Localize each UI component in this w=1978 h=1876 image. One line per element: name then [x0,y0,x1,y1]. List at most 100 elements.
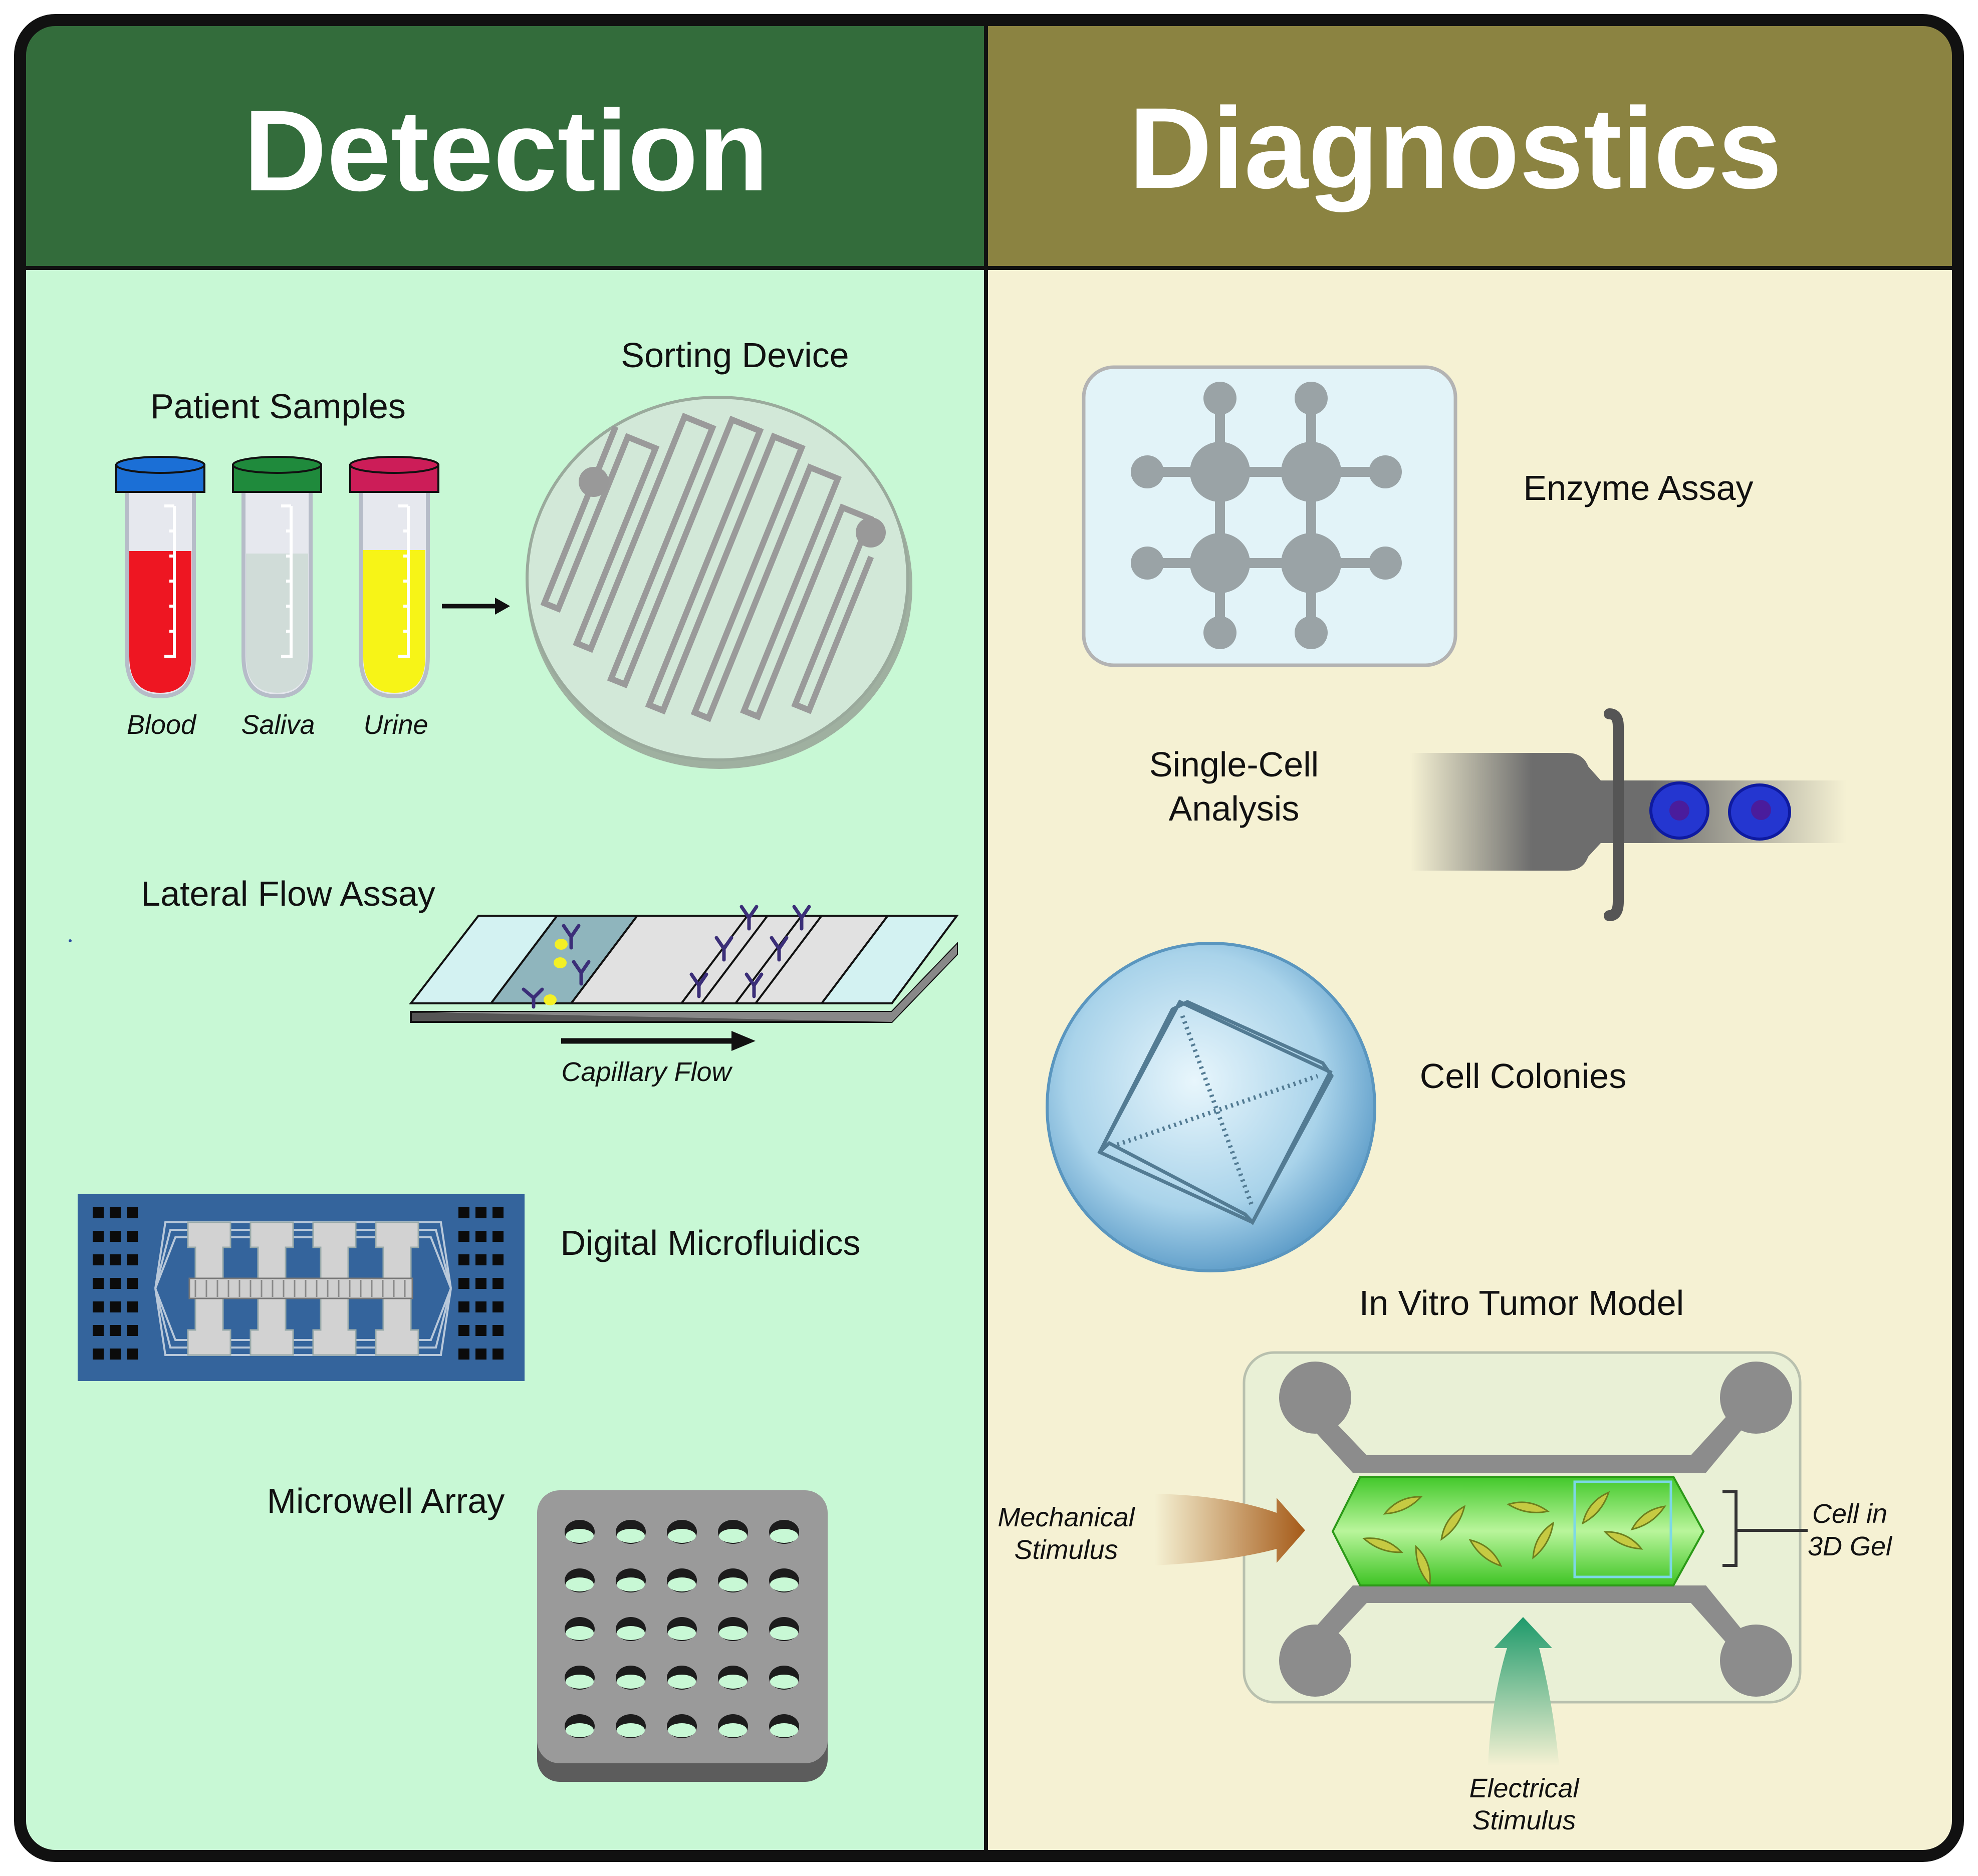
contact-pad [110,1301,121,1312]
enzyme-assay-label: Enzyme Assay [1523,468,1753,507]
patient-samples-label: Patient Samples [150,387,406,426]
capillary-flow-arrow-icon [561,1031,756,1051]
electrical-stimulus-arrow-icon [1488,1617,1559,1766]
contact-pad [93,1325,104,1336]
tumor-cell [1582,1491,1610,1525]
absorbent-pad [819,915,959,1004]
contact-pad [492,1207,504,1218]
assay-chamber-small [1131,455,1164,488]
tumor-cell [1468,1539,1503,1567]
capillary-flow-label: Capillary Flow [561,1057,732,1087]
contact-pad [93,1301,104,1312]
contact-pad [110,1254,121,1265]
colony-cross-channels [1116,1015,1319,1208]
tumor-cell [1506,1501,1550,1513]
tumor-cell [1415,1545,1431,1586]
gel-highlight-box [1573,1480,1672,1578]
assay-chamber-small [1203,616,1237,649]
digital-microfluidics: Digital Microfluidics [78,1194,861,1381]
contact-pad [475,1301,486,1312]
contact-pad [492,1254,504,1265]
sorting-device-label: Sorting Device [621,336,849,375]
antibody-icons [522,905,811,1009]
gel-cells [1362,1491,1666,1586]
tumor-chip-media-channels [1279,1362,1792,1697]
assay-chamber-small [1369,547,1402,580]
enzyme-assay-network [1131,382,1402,649]
assay-chamber-small [1131,547,1164,580]
single-cell-label-line2: Analysis [1169,789,1300,828]
reservoir [1720,1625,1792,1697]
single-cell-label-line1: Single-Cell [1149,745,1319,784]
reservoir [1720,1362,1792,1434]
contact-pad [475,1207,486,1218]
cell-in-gel-label-line2: 3D Gel [1808,1531,1893,1561]
microwell-array: Microwell Array [267,1481,828,1782]
contact-pad [475,1325,486,1336]
cell-colonies-label: Cell Colonies [1420,1056,1626,1096]
contact-pad [110,1349,121,1360]
contact-pad [93,1254,104,1265]
arrow-to-sorting-icon [442,598,510,615]
reservoir [1279,1362,1351,1434]
contact-pad [458,1254,469,1265]
blood-cap-top [115,456,205,474]
enzyme-assay-chip [1082,365,1457,667]
cell-in-gel-label-line1: Cell in [1812,1499,1887,1529]
blood-fluid [129,551,191,693]
contact-pad [127,1207,138,1218]
assay-chamber-small [1369,455,1402,488]
contact-pad [492,1325,504,1336]
single-cell-analysis: Single-Cell Analysis [1149,708,1846,921]
assay-chamber [1190,442,1250,502]
contact-pad [93,1231,104,1242]
contact-pad [458,1207,469,1218]
contact-pad [475,1231,486,1242]
dmf-electrodes [187,1221,419,1356]
urine-label: Urine [363,710,428,740]
contact-pad [110,1325,121,1336]
assay-chamber-small [1295,382,1328,415]
detection-title: Detection [243,86,769,215]
dmf-contact-pads-left [93,1207,138,1360]
tumor-cell [1383,1496,1423,1515]
cell-colonies: Cell Colonies [1046,942,1626,1272]
tumor-cell [1532,1521,1554,1559]
contact-pad [475,1278,486,1289]
microwells [565,1520,799,1738]
patient-samples: Patient Samples Blood Saliva Urine [115,387,510,740]
gel-bracket [1722,1490,1808,1567]
in-vitro-tumor-model: In Vitro Tumor Model Cell in 3D Gel Mech… [998,1283,1893,1835]
contact-pad [458,1278,469,1289]
contact-pad [475,1349,486,1360]
contact-pad [475,1254,486,1265]
contact-pad [458,1325,469,1336]
inlet-port [579,467,609,497]
colony-dish [1046,942,1376,1272]
mechanical-stimulus-arrow-icon [1155,1494,1305,1565]
panels [20,20,1958,1856]
saliva-label: Saliva [241,710,315,740]
contact-pad [110,1278,121,1289]
assay-chamber [1190,533,1250,593]
blood-tube: Blood [115,456,205,740]
contact-pad [492,1301,504,1312]
detection-header [20,20,986,268]
enzyme-assay: Enzyme Assay [1082,365,1754,667]
assay-chamber [1281,533,1341,593]
contact-pad [93,1207,104,1218]
assay-chamber-small [1295,616,1328,649]
dmf-electrode-row [188,1277,413,1299]
sorting-device: Sorting Device [526,336,912,769]
contact-pad [127,1278,138,1289]
contact-pad [93,1349,104,1360]
lateral-flow-assay: Lateral Flow Assay Capillary [69,874,959,1087]
contact-pad [127,1254,138,1265]
urine-cap-top [349,456,439,474]
contact-pad [127,1231,138,1242]
figure-frame [14,14,1964,1862]
electrical-stimulus-line1: Electrical [1469,1773,1580,1803]
digital-microfluidics-label: Digital Microfluidics [560,1223,860,1262]
dmf-traces [154,1221,452,1356]
